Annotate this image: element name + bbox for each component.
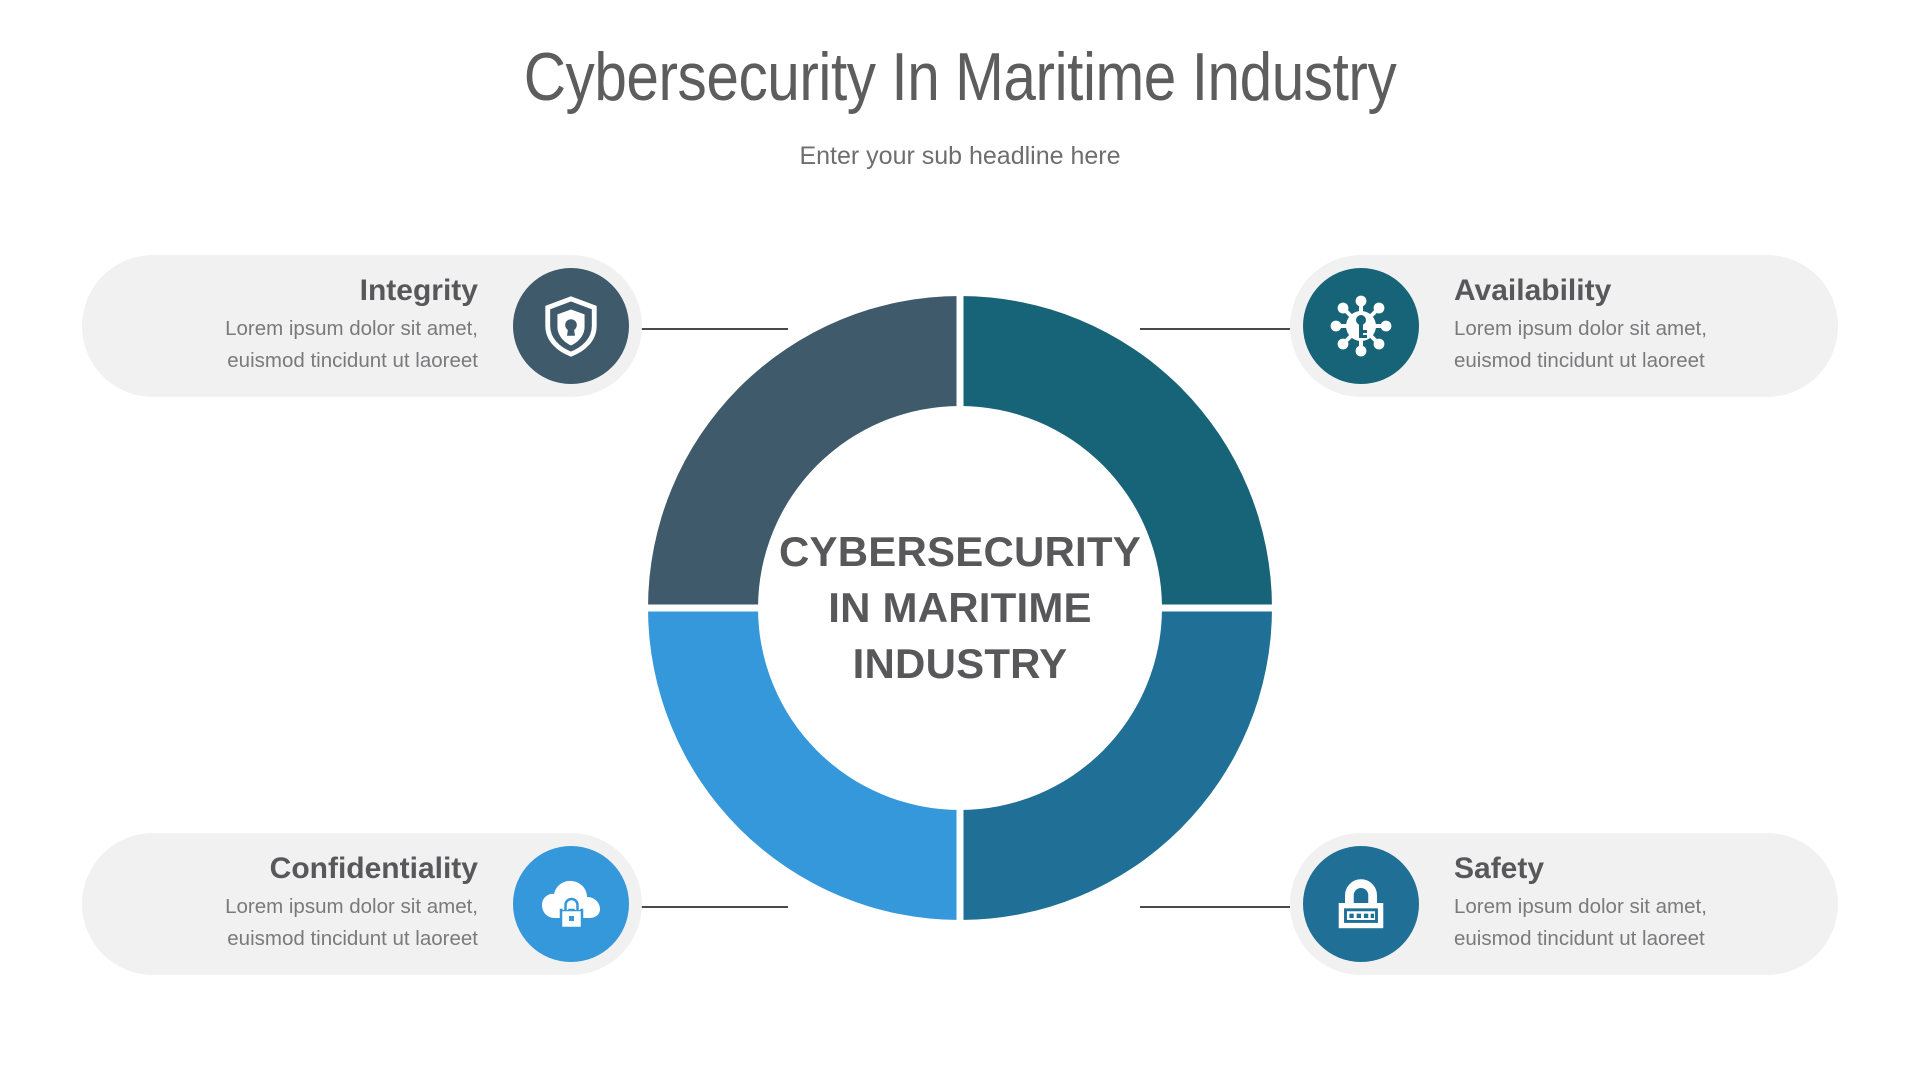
panel-availability-desc-line-1: Lorem ipsum dolor sit amet, bbox=[1454, 317, 1707, 341]
panel-safety-desc-line-2: euismod tincidunt ut laoreet bbox=[1454, 927, 1705, 951]
panel-integrity-desc-line-1: Lorem ipsum dolor sit amet, bbox=[225, 317, 478, 341]
panel-availability[interactable]: Availability Lorem ipsum dolor sit amet,… bbox=[1290, 255, 1838, 397]
panel-availability-text: Availability Lorem ipsum dolor sit amet,… bbox=[1432, 274, 1838, 377]
panel-availability-description: Lorem ipsum dolor sit amet, euismod tinc… bbox=[1454, 313, 1812, 377]
shield-keyhole-icon bbox=[513, 268, 629, 384]
panel-safety-desc-line-1: Lorem ipsum dolor sit amet, bbox=[1454, 895, 1707, 919]
panel-integrity[interactable]: Integrity Lorem ipsum dolor sit amet, eu… bbox=[82, 255, 642, 397]
donut-segment-availability[interactable] bbox=[960, 296, 1272, 608]
panel-integrity-title: Integrity bbox=[359, 274, 478, 308]
connector-line-integrity bbox=[638, 328, 788, 330]
panel-integrity-text: Integrity Lorem ipsum dolor sit amet, eu… bbox=[82, 274, 500, 377]
donut-segment-integrity[interactable] bbox=[648, 296, 960, 608]
page-subtitle: Enter your sub headline here bbox=[799, 142, 1121, 170]
panel-safety-description: Lorem ipsum dolor sit amet, euismod tinc… bbox=[1454, 891, 1812, 955]
panel-integrity-description: Lorem ipsum dolor sit amet, euismod tinc… bbox=[108, 313, 478, 377]
donut-segment-confidentiality[interactable] bbox=[648, 608, 960, 920]
panel-confidentiality-text: Confidentiality Lorem ipsum dolor sit am… bbox=[82, 852, 500, 955]
panel-confidentiality-desc-line-2: euismod tincidunt ut laoreet bbox=[227, 927, 478, 951]
panel-confidentiality-title: Confidentiality bbox=[269, 852, 478, 886]
network-key-icon bbox=[1303, 268, 1419, 384]
panel-integrity-desc-line-2: euismod tincidunt ut laoreet bbox=[227, 349, 478, 373]
panel-safety[interactable]: Safety Lorem ipsum dolor sit amet, euism… bbox=[1290, 833, 1838, 975]
panel-confidentiality-description: Lorem ipsum dolor sit amet, euismod tinc… bbox=[108, 891, 478, 955]
panel-safety-title: Safety bbox=[1454, 852, 1545, 886]
cloud-lock-icon bbox=[513, 846, 629, 962]
panel-availability-title: Availability bbox=[1454, 274, 1612, 308]
panel-availability-desc-line-2: euismod tincidunt ut laoreet bbox=[1454, 349, 1705, 373]
donut-chart bbox=[620, 268, 1300, 948]
connector-line-confidentiality bbox=[638, 906, 788, 908]
panel-confidentiality[interactable]: Confidentiality Lorem ipsum dolor sit am… bbox=[82, 833, 642, 975]
panel-safety-text: Safety Lorem ipsum dolor sit amet, euism… bbox=[1432, 852, 1838, 955]
connector-line-safety bbox=[1140, 906, 1290, 908]
combination-padlock-icon bbox=[1303, 846, 1419, 962]
page-title: Cybersecurity In Maritime Industry bbox=[523, 39, 1397, 115]
donut-segment-safety[interactable] bbox=[960, 608, 1272, 920]
panel-confidentiality-desc-line-1: Lorem ipsum dolor sit amet, bbox=[225, 895, 478, 919]
connector-line-availability bbox=[1140, 328, 1290, 330]
